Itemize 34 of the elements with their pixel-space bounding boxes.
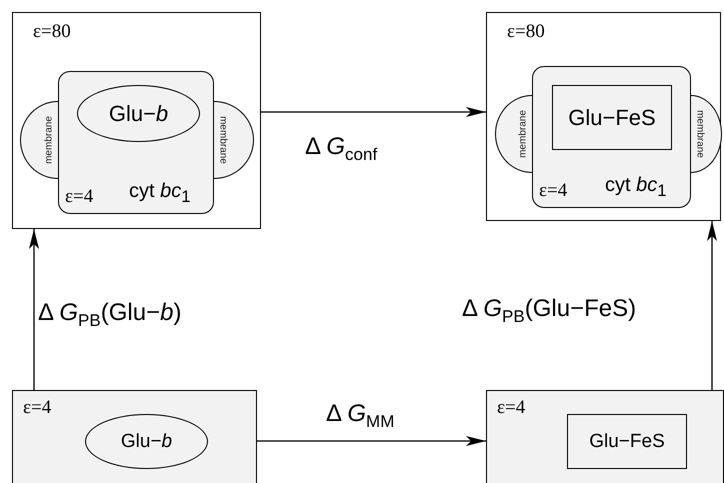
protein-box [532,66,691,208]
dielectric-label: ε=4 [539,180,568,202]
membrane-label: membrane [695,109,705,160]
residue-box [552,85,672,150]
dielectric-box [486,390,724,483]
residue-ellipse [85,414,208,469]
residue-ellipse [77,85,200,142]
dielectric-label: ε=4 [23,397,52,419]
edge-label: Δ G$_{conf}$ [305,134,378,160]
arrow [707,221,717,390]
residue-label: Glu−FeS [568,104,656,130]
dielectric-box [12,12,261,229]
membrane-label: membrane [518,109,528,160]
dielectric-label: ε=4 [497,397,526,419]
dielectric-label: ε=80 [507,21,545,43]
residue-label: Glu−b [108,100,168,126]
membrane-label: membrane [218,115,228,166]
arrow [257,436,486,446]
residue-label: Glu−FeS [589,430,665,452]
dielectric-label: ε=80 [33,21,71,43]
edge-label: Δ G$_{MM}$ [326,401,394,428]
residue-label: Glu−b [120,430,172,452]
dielectric-label: ε=4 [65,186,94,208]
residue-box [567,414,687,469]
arrow [261,107,486,117]
arrow [29,229,39,390]
edge-label: Δ G$_{PB}$(Glu−b) [38,300,182,326]
dielectric-box [12,390,257,483]
edge-label: Δ G$_{PB}$(Glu−FeS) [462,296,636,322]
dielectric-box [486,12,721,221]
protein-label: cyt bc$_{1}$ [605,174,667,197]
membrane-label: membrane [44,115,54,166]
protein-box [58,71,214,214]
protein-label: cyt bc$_{1}$ [129,180,191,203]
